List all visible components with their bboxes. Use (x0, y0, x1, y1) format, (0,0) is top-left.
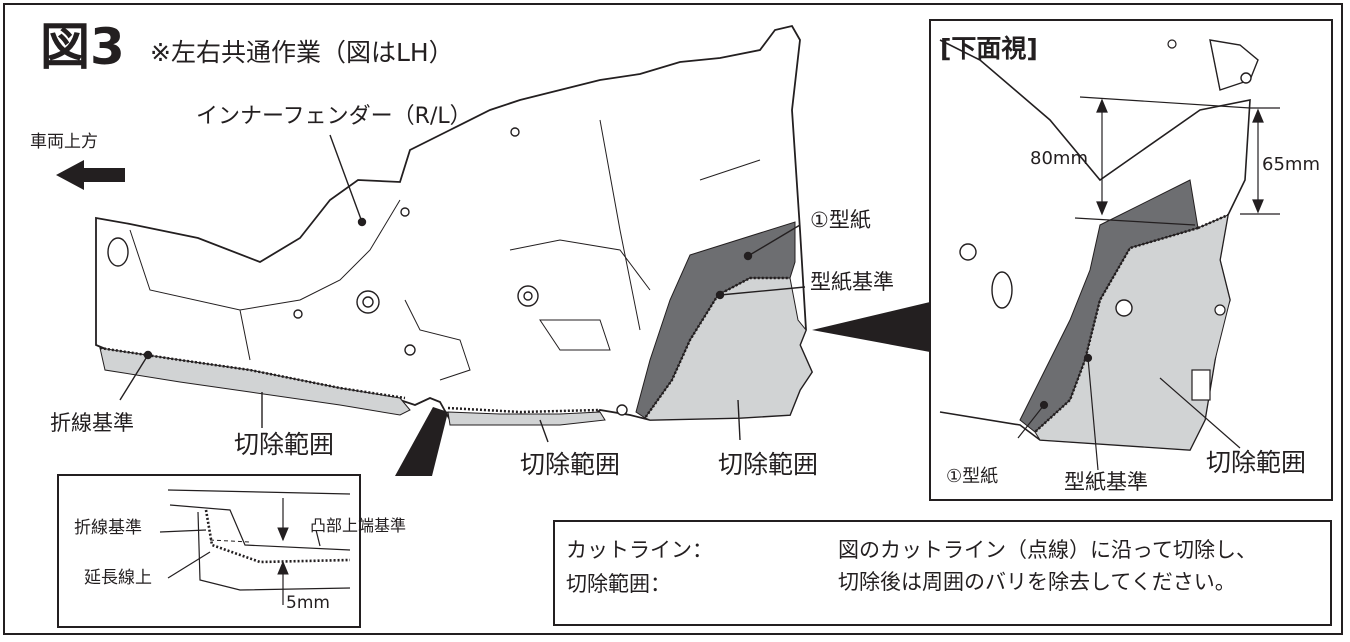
cut-line-bottom (99, 346, 601, 414)
detail-convex-top-label: 凸部上端基準 (310, 516, 407, 535)
fender-holes (107, 127, 628, 416)
bottom-template-label: ①型紙 (946, 466, 999, 487)
bottom-view-illustration (939, 39, 1280, 471)
callout-wedge-right (812, 302, 930, 352)
legend-note-line-1: 図のカットライン（点線）に沿って切除し、 (838, 538, 1257, 562)
template-label: ①型紙 (810, 208, 871, 232)
detail-frame (57, 474, 361, 628)
figure-frame (3, 3, 1343, 635)
dim-65mm: 65mm (1262, 154, 1320, 175)
detail-fold-ref-label: 折線基準 (74, 518, 142, 538)
legend-cut-area-label: 切除範囲： (566, 572, 671, 596)
fold-ref-label: 折線基準 (50, 411, 134, 435)
bottom-view-title: [下面視] (940, 34, 1038, 63)
cut-area-label-3: 切除範囲 (718, 450, 819, 479)
legend-cut-line-label: カットライン： (566, 538, 713, 562)
cut-area-middle (447, 411, 606, 426)
cut-area-left (99, 347, 411, 416)
detail-5mm-label: 5mm (286, 593, 330, 613)
bottom-template-ref-label: 型紙基準 (1064, 470, 1148, 494)
vehicle-up-arrow-icon (56, 160, 125, 190)
vehicle-up-label: 車両上方 (30, 132, 98, 152)
dim-80mm: 80mm (1030, 148, 1088, 169)
figure-number: 図3 (40, 18, 125, 76)
inner-fender-label: インナーフェンダー（R/L） (196, 104, 472, 129)
detail-extension-label: 延長線上 (84, 568, 152, 588)
fender-detail-lines (129, 119, 761, 381)
leader-lines (119, 134, 806, 443)
detail-illustration (159, 489, 351, 605)
fender-body (95, 24, 814, 421)
legend-note-line-2: 切除後は周囲のバリを除去してください。 (838, 570, 1236, 594)
figure-subtitle: ※左右共通作業（図はLH） (150, 38, 454, 67)
cut-line-right (643, 276, 790, 419)
callout-wedge-left (395, 407, 448, 476)
cut-area-label-2: 切除範囲 (520, 450, 621, 479)
legend-box (553, 520, 1332, 626)
template-ref-label: 型紙基準 (810, 270, 894, 294)
bottom-cut-area-label: 切除範囲 (1206, 448, 1307, 477)
cut-area-label-1: 切除範囲 (234, 430, 335, 459)
